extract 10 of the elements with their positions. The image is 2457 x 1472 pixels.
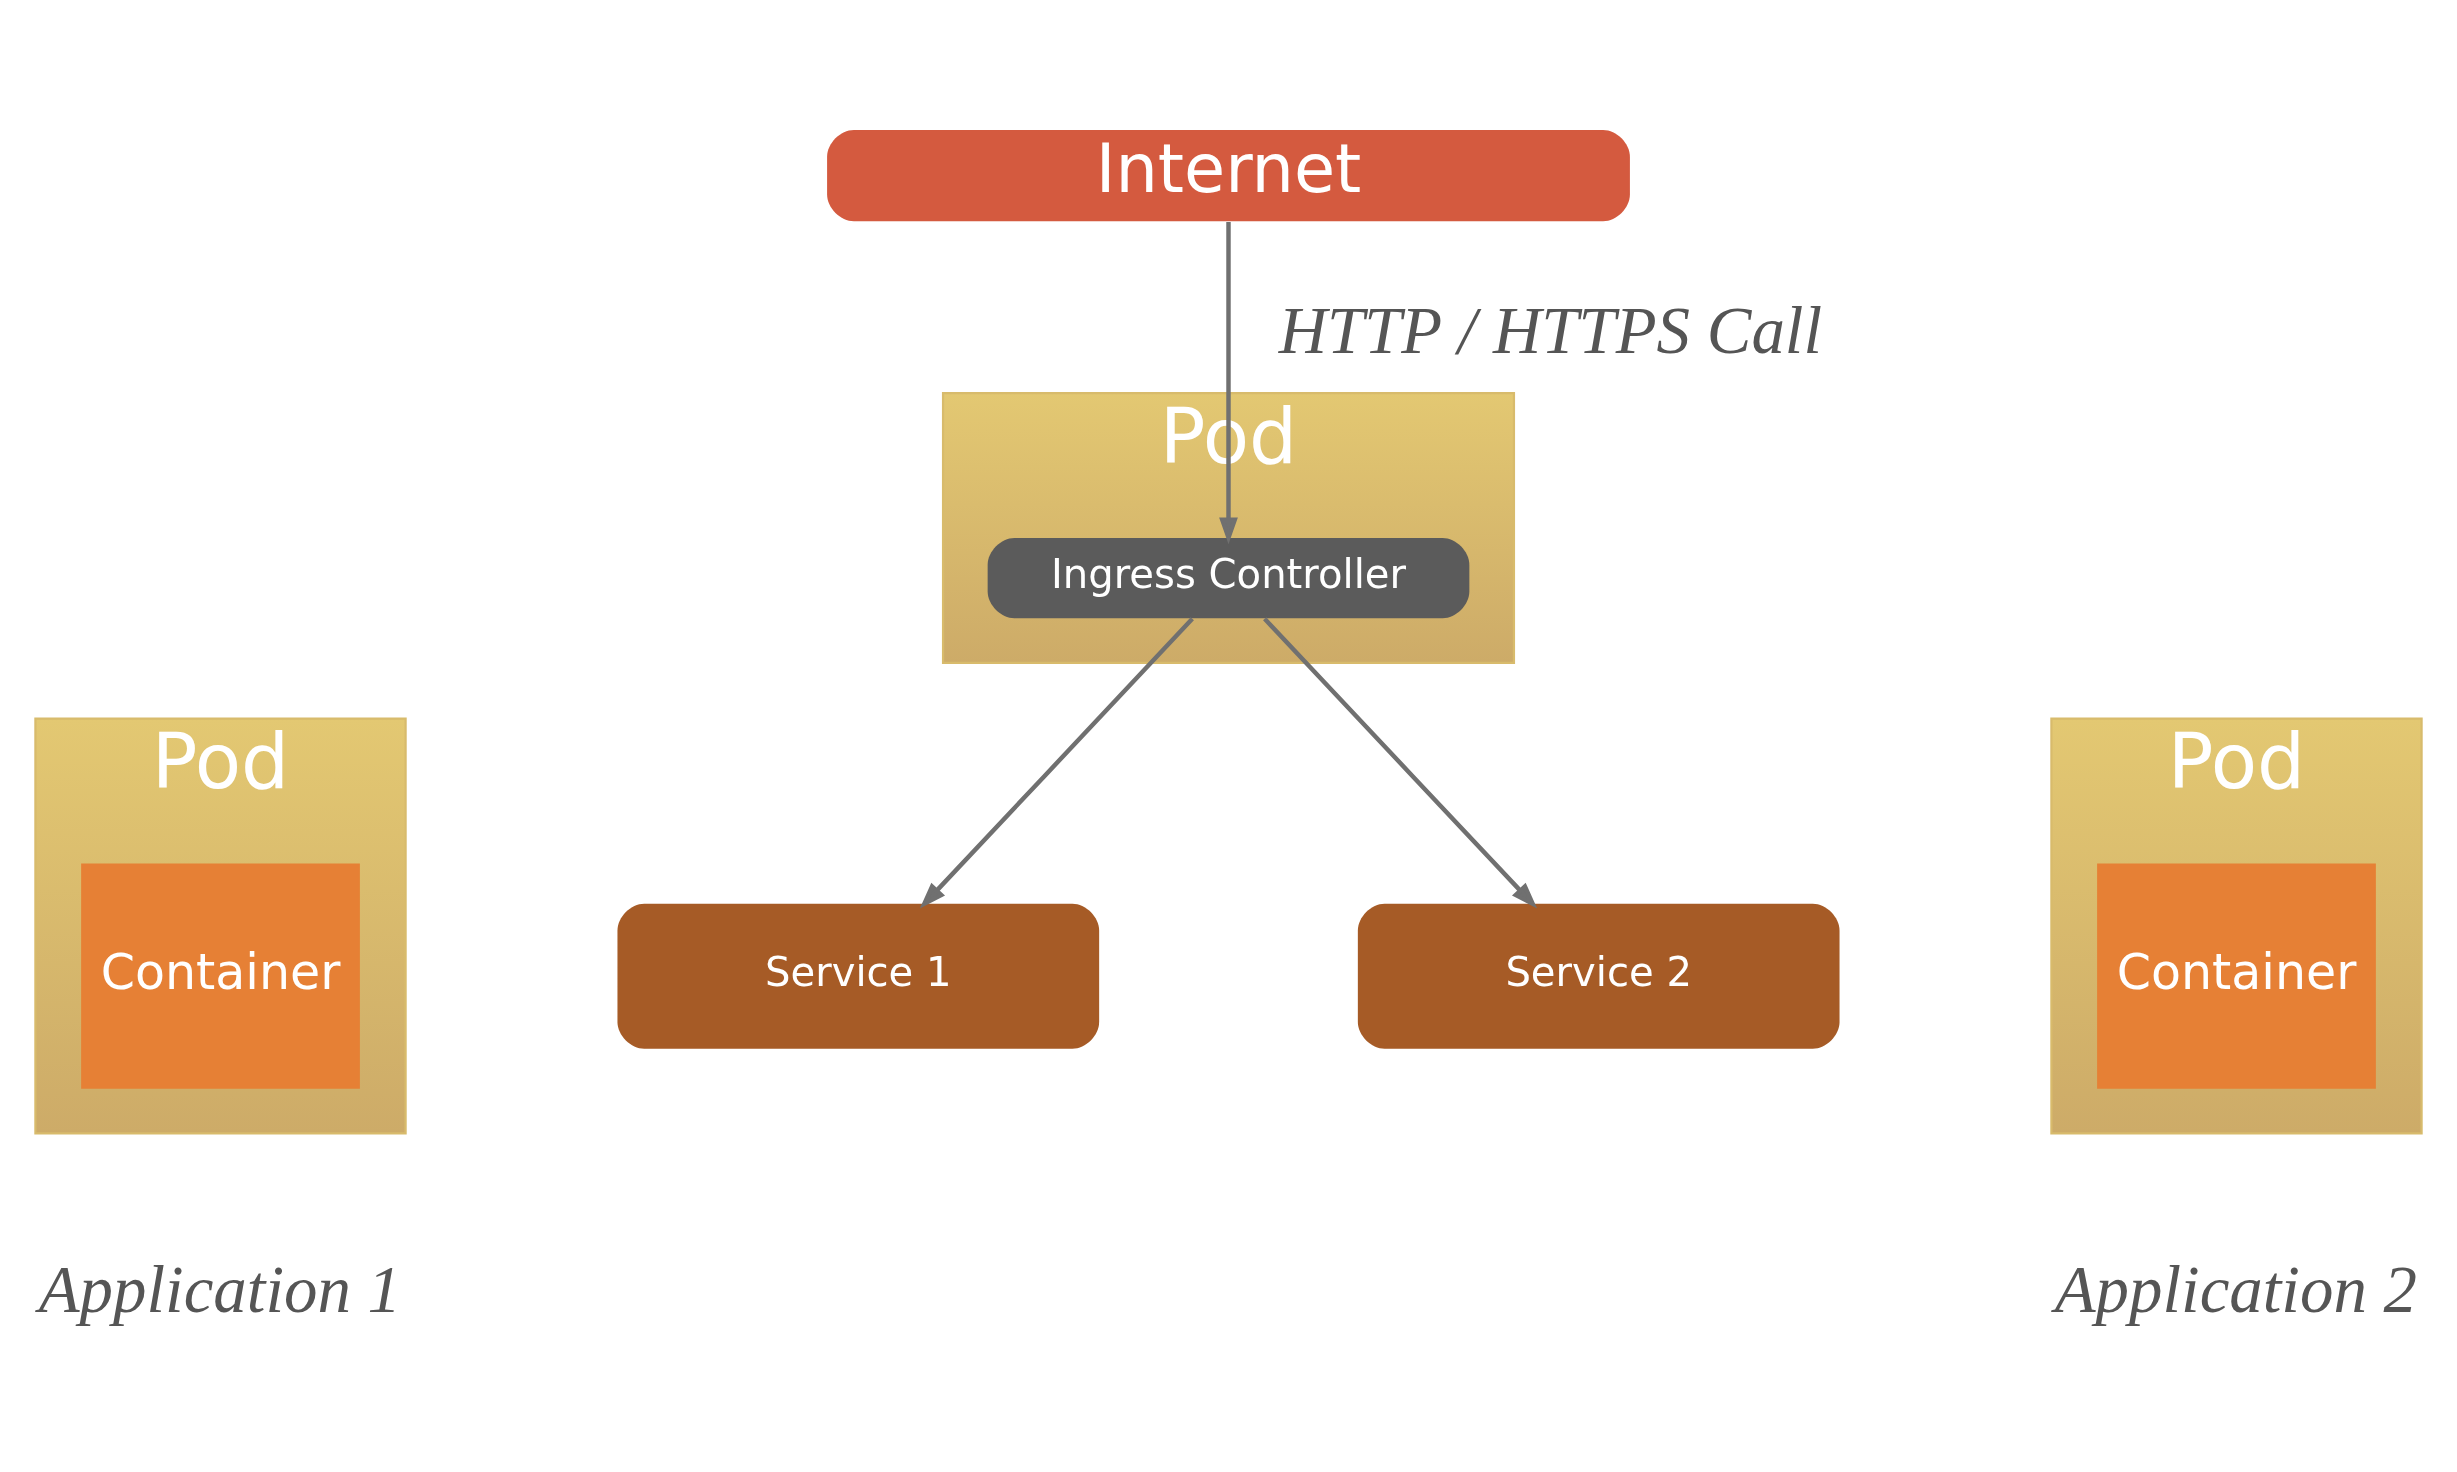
edge-label: HTTP / HTTPS Call	[1278, 292, 1823, 367]
node-box: Ingress Controller	[987, 537, 1470, 618]
node-box: Service 1	[617, 903, 1100, 1049]
node-box: Container	[81, 863, 360, 1089]
arrow	[919, 616, 1194, 909]
node-box: Container	[2097, 863, 2376, 1089]
arrow	[1263, 616, 1538, 909]
node-box: Internet	[827, 129, 1630, 221]
arrow	[1219, 221, 1238, 544]
node-box: Service 2	[1357, 903, 1840, 1049]
